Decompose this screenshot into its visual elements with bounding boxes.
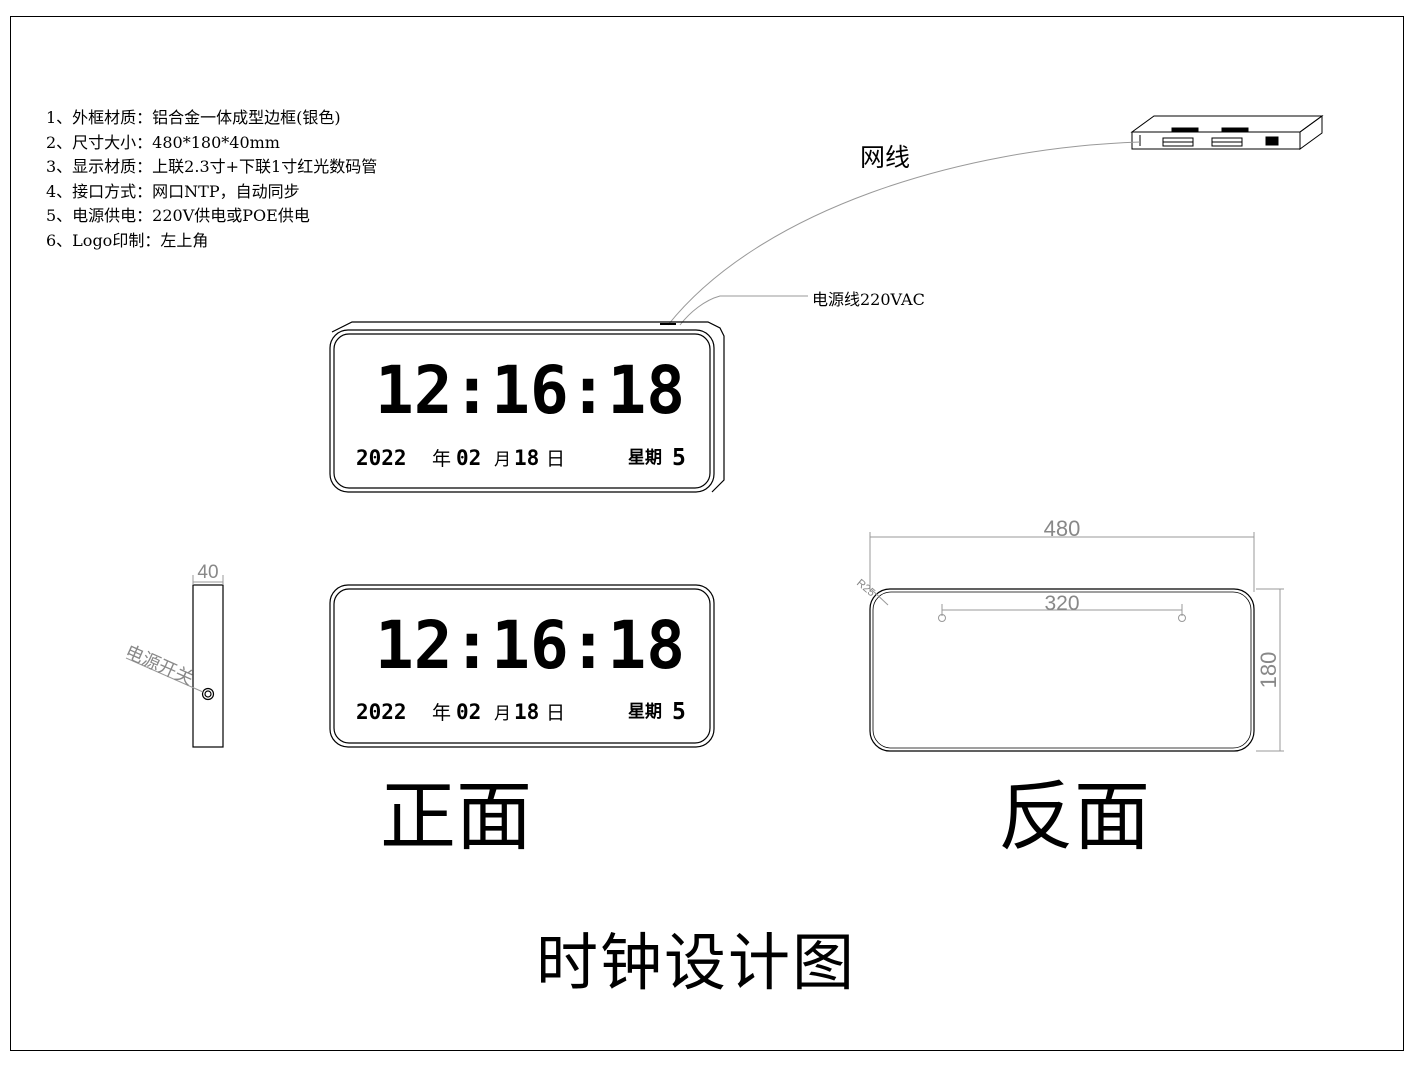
date-month-unit: 月 [494,704,511,724]
width-dimension [869,532,1255,592]
date-day-unit: 日 [546,702,565,724]
power-switch-label: 电源开关 [122,641,196,689]
clock-time-top: 12:16:18 [375,352,685,429]
date-month: 02 [456,700,481,724]
network-switch [1130,115,1324,150]
mounting-holes [938,604,1186,622]
date-year: 2022 [356,700,407,724]
front-view-title: 正面 [380,772,532,861]
depth-dimension-label: 40 [197,562,218,583]
network-cable [667,141,1141,326]
spec-line: 4、接口方式：网口NTP，自动同步 [46,181,300,201]
width-dimension-label: 480 [1044,516,1081,541]
drawing-title: 时钟设计图 [536,926,857,999]
clock-front-view [329,584,715,748]
date-year: 2022 [356,446,407,470]
height-dimension-label: 180 [1256,652,1281,689]
spec-line: 1、外框材质：铝合金一体成型边框(银色) [46,108,341,127]
power-cable-label: 电源线220VAC [812,290,925,309]
clock-back-view [869,588,1255,752]
date-month-unit: 月 [494,450,511,470]
clock-date-front: 2022 年 02 月 18 日 星期 5 [356,699,686,725]
clock-side-view [192,584,224,748]
corner-radius-label: R25 [854,577,877,599]
height-dimension [1256,588,1284,752]
depth-dimension [192,575,224,585]
hole-spacing-label: 320 [1044,592,1079,615]
drawing-border [10,16,1404,1051]
power-switch-leader [125,657,204,693]
date-day: 18 [514,446,539,470]
date-year-unit: 年 [432,702,451,724]
spec-line: 2、尺寸大小：480*180*40mm [46,132,280,152]
clock-perspective-view [329,321,725,493]
power-cable [679,295,808,326]
clock-time-front: 12:16:18 [375,607,685,684]
date-day-unit: 日 [546,448,565,470]
power-switch-icon [201,687,215,701]
network-cable-label: 网线 [860,143,911,172]
spec-list: 1、外框材质：铝合金一体成型边框(银色) 2、尺寸大小：480*180*40mm… [46,106,377,253]
corner-radius-leader [871,589,889,606]
weekday-value: 5 [672,445,686,471]
spec-line: 5、电源供电：220V供电或POE供电 [46,206,310,225]
spec-line: 3、显示材质：上联2.3寸+下联1寸红光数码管 [46,157,378,176]
spec-line: 6、Logo印制：左上角 [46,230,209,250]
date-month: 02 [456,446,481,470]
weekday-label: 星期 [628,702,662,722]
date-day: 18 [514,700,539,724]
date-year-unit: 年 [432,448,451,470]
back-view-title: 反面 [998,772,1150,861]
clock-date-top: 2022 年 02 月 18 日 星期 5 [356,445,686,471]
weekday-label: 星期 [628,448,662,468]
weekday-value: 5 [672,699,686,725]
